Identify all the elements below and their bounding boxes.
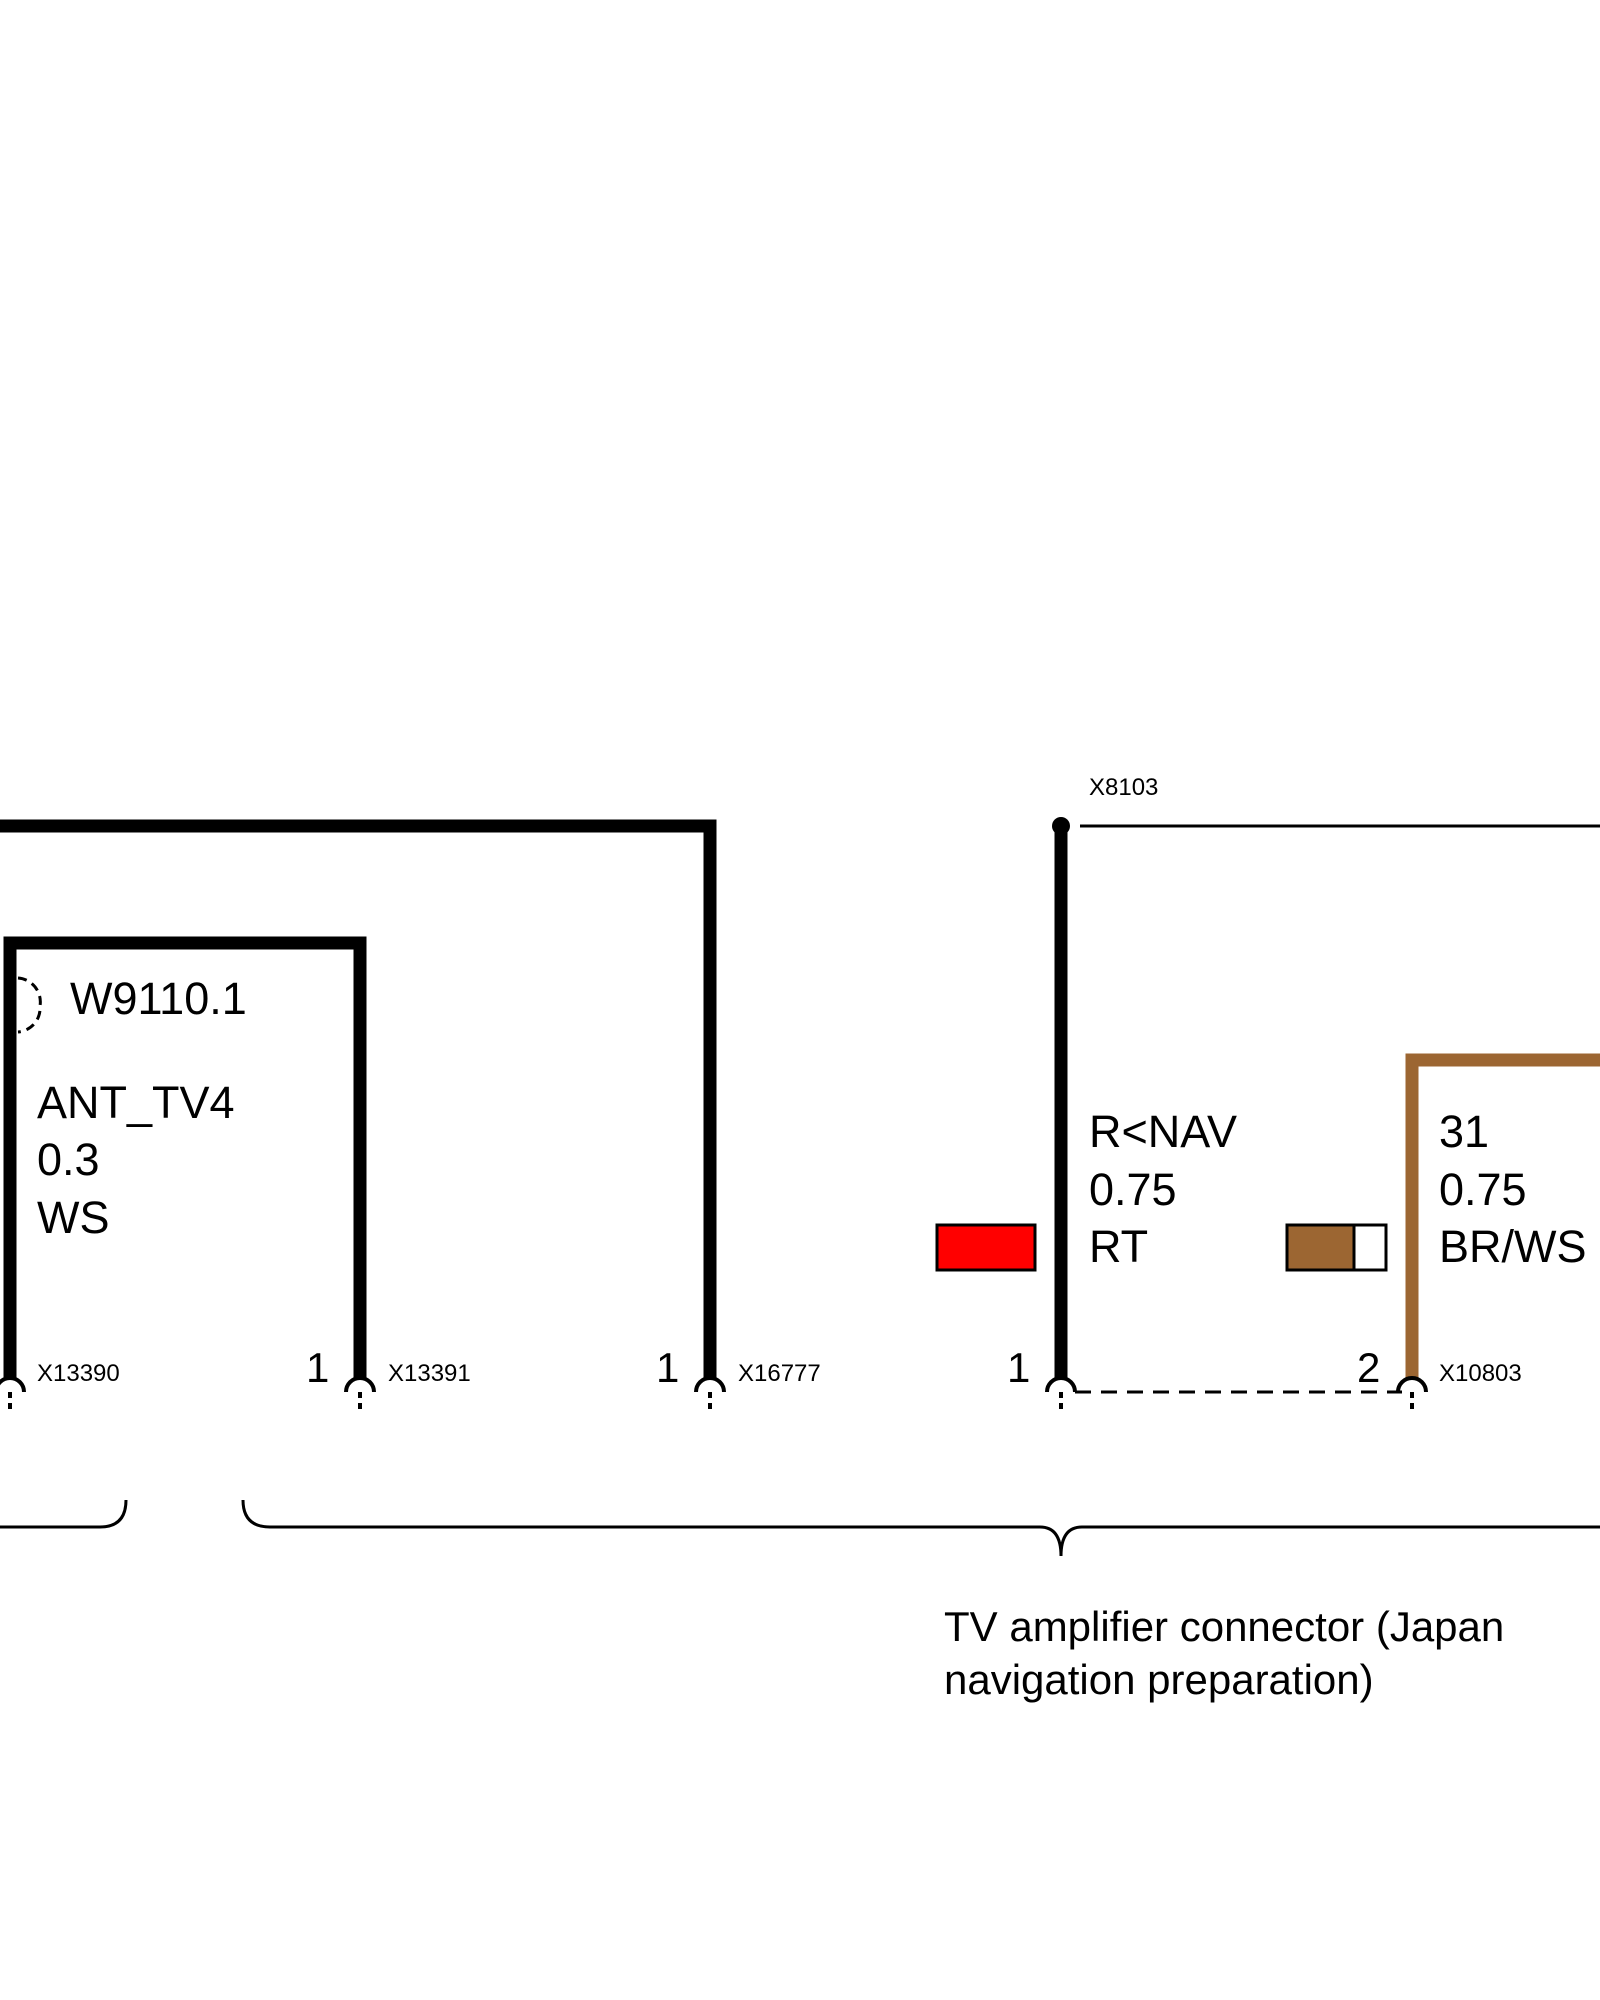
wire-signal-label: 31 (1439, 1106, 1489, 1157)
color-swatch-white (1352, 1223, 1388, 1272)
wire-gauge-label: 0.75 (1439, 1164, 1527, 1215)
pin-number-label: 1 (656, 1344, 679, 1391)
connector-pin-nav (1045, 1376, 1077, 1414)
wire-signal-label: ANT_TV4 (37, 1077, 235, 1128)
brace-tv-amplifier (241, 1499, 1600, 1557)
pin-number-label: 1 (306, 1344, 329, 1391)
connector-pin-x13391 (344, 1376, 376, 1414)
pin-number-label: 1 (1007, 1344, 1030, 1391)
splice-label: X8103 (1089, 774, 1158, 801)
brace-left (0, 1499, 128, 1529)
wire-color-label: BR/WS (1439, 1221, 1587, 1272)
caption-line-2: navigation preparation) (944, 1656, 1374, 1703)
connector-id-label: X13390 (37, 1360, 120, 1387)
splice-dot (1052, 817, 1070, 835)
caption-line-1: TV amplifier connector (Japan (944, 1603, 1504, 1650)
wire-gauge-label: 0.75 (1089, 1164, 1177, 1215)
wire-color-label: RT (1089, 1221, 1148, 1272)
connector-pin-x10803 (1396, 1376, 1428, 1414)
wire-ground-31 (1405, 1053, 1600, 1380)
wire-color-label: WS (37, 1192, 110, 1243)
connector-pin-x13390 (0, 1376, 26, 1414)
connector-id-label: X16777 (738, 1360, 821, 1387)
connector-id-label: X13391 (388, 1360, 471, 1387)
wire-ant-tv4 (3, 936, 367, 1380)
color-swatch-red (935, 1223, 1037, 1272)
wire-outer-black (0, 819, 717, 1378)
shield-icon (17, 976, 42, 1034)
connector-id-label: X10803 (1439, 1360, 1522, 1387)
wire-signal-label: R<NAV (1089, 1106, 1237, 1157)
shield-ref-label: W9110.1 (70, 973, 247, 1024)
connector-pin-x16777 (694, 1376, 726, 1414)
pin-number-label: 2 (1357, 1344, 1380, 1391)
wire-gauge-label: 0.3 (37, 1134, 100, 1185)
color-swatch-brown (1285, 1223, 1356, 1272)
